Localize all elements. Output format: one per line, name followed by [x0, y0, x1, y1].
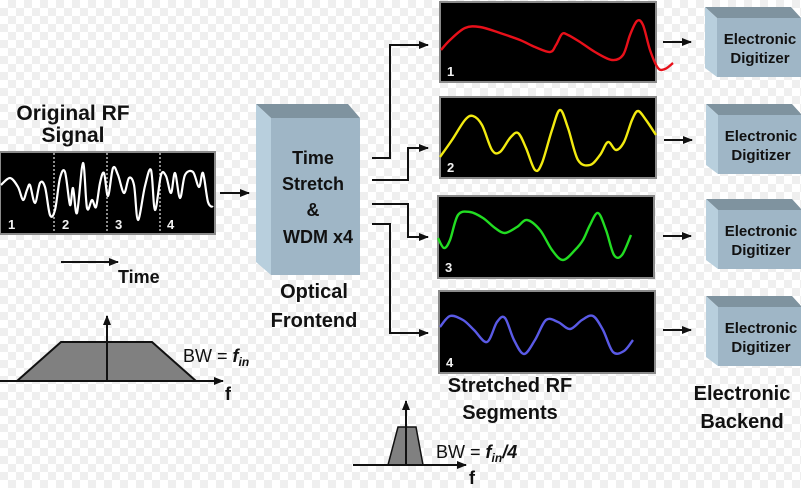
digitizer-2-line2: Digitizer [731, 147, 790, 164]
optical-frontend-box: Time Stretch & WDM x4 [256, 104, 360, 275]
original-signal-section: Original RF Signal 1 2 3 4 Time [0, 102, 216, 287]
digitizer-1-line1: Electronic [724, 31, 797, 48]
digitizer-box-2: Electronic Digitizer [706, 104, 801, 174]
segment-panel-1-label: 1 [447, 64, 454, 79]
segment-panel-3-label: 3 [445, 260, 452, 275]
backend-caption-line2: Backend [700, 411, 783, 433]
output-bw-var: f [486, 442, 494, 462]
backend-caption-line1: Electronic [694, 383, 791, 405]
input-axis-label: f [225, 384, 232, 404]
digitizer-2-front [718, 115, 801, 174]
digitizer-4-line2: Digitizer [731, 339, 790, 356]
segment-panel-1-frame [439, 1, 657, 83]
digitizer-2-line1: Electronic [725, 128, 798, 145]
digitizer-4-line1: Electronic [725, 320, 798, 337]
segment-panel-3-frame [437, 195, 655, 279]
segment-panel-2-frame [439, 96, 657, 179]
frontend-line-4: WDM x4 [283, 227, 353, 247]
output-axis-label: f [469, 468, 476, 488]
digitizer-3-line2: Digitizer [731, 242, 790, 259]
segment-waveform-3 [436, 210, 633, 262]
frontend-box-top [256, 104, 360, 118]
segment-panel-2-label: 2 [447, 160, 454, 175]
digitizer-1-side [705, 7, 717, 77]
frontend-caption-line1: Optical [280, 281, 348, 303]
digitizer-box-3: Electronic Digitizer [706, 199, 801, 269]
digitizer-4-front [718, 307, 801, 366]
output-bw-label: BW = fin/4 [436, 442, 517, 465]
frontend-caption-line2: Frontend [271, 310, 358, 332]
digitizer-3-top [706, 199, 801, 210]
frontend-box-front [271, 118, 360, 275]
segment-panel-1: 1 [439, 1, 674, 83]
output-bw-suffix: /4 [501, 442, 517, 462]
digitizer-3-line1: Electronic [725, 223, 798, 240]
segments-caption-line1: Stretched RF [448, 375, 572, 397]
digitizer-2-side [706, 104, 718, 174]
connector-1 [372, 41, 429, 159]
frontend-line-1: Time [292, 148, 334, 168]
original-waveform [0, 161, 214, 222]
digitizer-4-side [706, 296, 718, 366]
output-spectrum: BW = fin/4 f [353, 400, 517, 488]
output-bw-prefix: BW = [436, 442, 486, 462]
original-segment-label-2: 2 [62, 217, 69, 232]
segment-panel-4-frame [438, 290, 656, 374]
digitizer-1-top [705, 7, 801, 18]
digitizer-3-side [706, 199, 718, 269]
segment-waveform-4 [439, 314, 634, 356]
frontend-box-side [256, 104, 271, 275]
original-segment-label-4: 4 [167, 217, 175, 232]
segment-waveform-1 [440, 19, 674, 72]
digitizer-1-front [717, 18, 801, 77]
digitizer-box-1: Electronic Digitizer [705, 7, 801, 77]
input-spectrum: BW = fin f [0, 315, 249, 404]
original-title-line2: Signal [41, 124, 104, 147]
input-bw-prefix: BW = [183, 346, 233, 366]
segment-panel-2: 2 [439, 96, 657, 179]
segment-panel-4: 4 [438, 290, 656, 374]
original-segment-label-1: 1 [8, 217, 15, 232]
input-bw-label: BW = fin [183, 346, 249, 369]
original-segment-label-3: 3 [115, 217, 122, 232]
time-label: Time [118, 267, 160, 287]
original-title-line1: Original RF [16, 102, 129, 125]
digitizer-4-top [706, 296, 801, 307]
digitizer-box-4: Electronic Digitizer [706, 296, 801, 366]
segment-panel-4-label: 4 [446, 355, 454, 370]
input-bw-sub: in [239, 355, 250, 369]
output-bw-sub: in [492, 451, 503, 465]
segments-caption-line2: Segments [462, 402, 558, 424]
digitizer-3-front [718, 210, 801, 269]
connector-2 [372, 144, 429, 181]
digitizer-2-top [706, 104, 801, 115]
frontend-line-3: & [307, 200, 320, 220]
connector-4 [372, 223, 429, 337]
frontend-line-2: Stretch [282, 174, 344, 194]
segment-waveform-2 [439, 108, 657, 173]
digitizer-boxes: Electronic Digitizer Electronic Digitize… [705, 7, 801, 366]
digitizer-1-line2: Digitizer [730, 50, 789, 67]
connector-3 [372, 203, 429, 241]
input-bw-var: f [233, 346, 241, 366]
segment-panel-3: 3 [436, 195, 655, 279]
